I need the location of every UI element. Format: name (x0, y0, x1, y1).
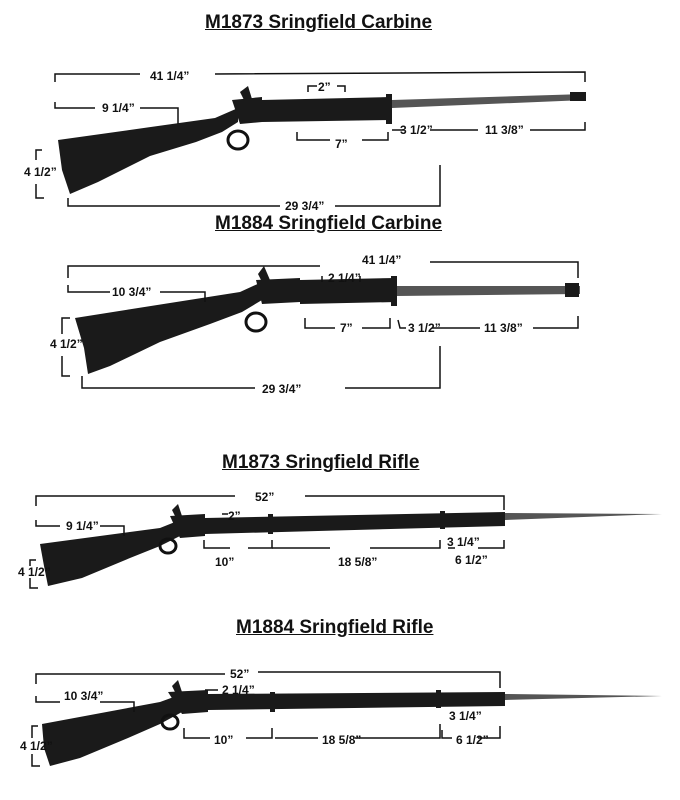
carbine-1884-label-overall: 41 1/4” (362, 253, 401, 267)
rifle-1884-label-grip-to-band: 10” (214, 733, 233, 747)
rifle-1873-band-2 (440, 511, 445, 529)
rifle-1873-band-1 (268, 514, 273, 534)
rifle-1884-stock (42, 694, 182, 766)
rifle-1884-label-stock-drop: 4 1/2” (20, 739, 53, 753)
diagram-title-m1873-rifle: M1873 Sringfield Rifle (222, 452, 420, 473)
carbine-1884-label-receiver: 2 1/4” (328, 271, 361, 285)
carbine-1873-label-butt-to-grip: 9 1/4” (102, 101, 135, 115)
carbine-1884-label-forestock: 7” (340, 321, 353, 335)
rifle-1873-label-muzzle: 6 1/2” (455, 553, 488, 567)
rifle-1884-bayonet (505, 694, 662, 700)
rifle-1873-label-grip-to-band: 10” (215, 555, 234, 569)
rifle-1884-forestock (208, 692, 505, 710)
carbine-1884-label-butt-to-band: 29 3/4” (262, 382, 301, 396)
rifle-1873-label-stock-drop: 4 1/2” (18, 565, 51, 579)
rifle-1873-illustration (40, 504, 662, 586)
rifle-1884-dimension-lines (31, 671, 501, 767)
rifle-1884-label-muzzle: 6 1/2” (456, 733, 489, 747)
carbine-1873-label-overall: 41 1/4” (150, 69, 189, 83)
carbine-1873-trigger-guard (226, 129, 250, 151)
carbine-1873-barrel (392, 94, 585, 108)
carbine-1873-receiver (232, 97, 262, 124)
carbine-1873-label-band: 3 1/2” (400, 123, 433, 137)
carbine-1873-stock (58, 108, 238, 194)
carbine-1873-label-barrel: 11 3/8” (485, 123, 524, 137)
rifle-1873-forestock (205, 512, 505, 534)
rifle-1873-dimension-lines (29, 495, 505, 589)
rifle-1884-label-receiver: 2 1/4” (222, 683, 255, 697)
rifle-1884-receiver (168, 690, 208, 714)
carbine-1873-label-receiver: 2” (318, 80, 331, 94)
rifle-1884-label-band-to-band: 18 5/8” (322, 733, 361, 747)
rifle-1873-bayonet (505, 513, 662, 520)
carbine-1884-label-stock-drop: 4 1/2” (50, 337, 83, 351)
rifle-1884-trigger-guard (160, 713, 180, 731)
carbine-1873-band (386, 94, 392, 124)
rifle-1884-label-overall: 52” (230, 667, 249, 681)
rifle-1873-stock (40, 520, 180, 586)
carbine-1873-label-butt-to-band: 29 3/4” (285, 199, 324, 213)
carbine-1884-receiver (256, 278, 300, 304)
carbine-1884-hammer (258, 266, 270, 282)
carbine-1884-dimension-lines (61, 261, 579, 389)
rifle-1873-label-butt-to-grip: 9 1/4” (66, 519, 99, 533)
carbine-1873-hammer (240, 86, 252, 100)
carbine-1884-label-butt-to-grip: 10 3/4” (112, 285, 151, 299)
rifle-1884-band-1 (270, 692, 275, 712)
rifle-1873-label-band-to-band: 18 5/8” (338, 555, 377, 569)
rifle-1873-label-receiver: 2” (228, 509, 241, 523)
carbine-1873-illustration (58, 86, 586, 194)
carbine-1884-stock (75, 282, 262, 374)
carbine-1884-illustration (75, 266, 580, 374)
carbine-1873-label-stock-drop: 4 1/2” (24, 165, 57, 179)
carbine-1884-forestock (300, 278, 397, 304)
diagram-title-m1884-carbine: M1884 Sringfield Carbine (215, 213, 443, 234)
carbine-1884-front-sight (565, 283, 579, 297)
carbine-1884-trigger-guard (244, 311, 268, 333)
diagram-title-m1884-rifle: M1884 Sringfield Rifle (236, 617, 434, 638)
rifle-1873-label-overall: 52” (255, 490, 274, 504)
rifle-1873-label-band-gap: 3 1/4” (447, 535, 480, 549)
carbine-1873-label-forestock: 7” (335, 137, 348, 151)
carbine-1873-dimension-lines (35, 71, 586, 207)
rifle-1884-illustration (42, 680, 662, 766)
rifle-1884-hammer (172, 680, 182, 694)
rifle-1873-receiver (170, 514, 205, 538)
carbine-1873-muzzle (570, 92, 586, 101)
carbine-1884-barrel (397, 286, 580, 296)
carbine-1884-label-band: 3 1/2” (408, 321, 441, 335)
carbine-1884-band (391, 276, 397, 306)
rifle-1884-label-band-gap: 3 1/4” (449, 709, 482, 723)
rifle-1873-trigger-guard (158, 537, 178, 555)
carbine-1884-label-barrel: 11 3/8” (484, 321, 523, 335)
carbine-1873-forestock (262, 97, 392, 122)
rifle-1873-hammer (172, 504, 182, 518)
diagram-title-m1873-carbine: M1873 Sringfield Carbine (205, 12, 433, 33)
rifle-1884-label-butt-to-grip: 10 3/4” (64, 689, 103, 703)
rifle-1884-band-2 (436, 690, 441, 708)
